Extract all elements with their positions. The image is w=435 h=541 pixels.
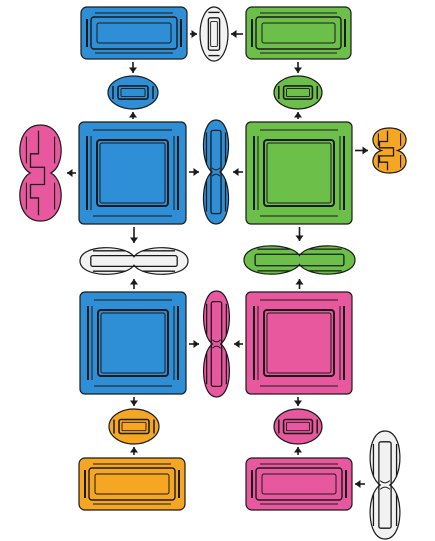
arrow-left xyxy=(355,480,365,488)
arrow-up xyxy=(129,112,137,119)
arrow-down xyxy=(130,227,138,243)
arrow-down xyxy=(294,397,302,406)
tile-pod-v-white xyxy=(199,6,229,62)
tile-peanut-v-blue xyxy=(202,119,230,225)
arrow-right xyxy=(355,146,368,155)
tile-square-green xyxy=(245,121,353,225)
arrow-up xyxy=(294,447,302,455)
arrow-left xyxy=(234,340,243,348)
arrow-up xyxy=(130,447,138,455)
tile-pod-h-pink xyxy=(273,408,323,445)
tile-pod-h-green xyxy=(273,75,323,110)
arrow-right xyxy=(190,30,197,38)
tile-peanut-h-green xyxy=(243,245,356,275)
tile-peanut-v-pink xyxy=(202,290,231,398)
tile-split-v-pink xyxy=(19,124,62,222)
tile-bar-h-orange xyxy=(78,457,186,511)
arrow-down xyxy=(294,62,302,73)
arrow-left xyxy=(233,168,243,176)
tile-bar-h-blue xyxy=(80,6,188,60)
arrow-left xyxy=(67,169,76,177)
arrow-down xyxy=(295,227,304,241)
tile-split-v-orange xyxy=(372,127,407,174)
arrow-down xyxy=(130,397,138,406)
arrow-right xyxy=(189,168,199,176)
tile-square-blue xyxy=(79,291,187,395)
tile-square-pink xyxy=(245,291,353,395)
tile-peanut-v-white xyxy=(369,430,401,540)
tile-pod-h-orange xyxy=(108,408,160,445)
arrow-left xyxy=(231,30,243,38)
tile-pod-h-blue xyxy=(107,75,159,110)
tile-bar-h-pink xyxy=(245,457,353,511)
tile-square-blue xyxy=(78,121,187,225)
arrow-up xyxy=(130,279,138,289)
arrow-up xyxy=(295,279,304,289)
tile-bar-h-green xyxy=(245,6,352,60)
tile-peanut-h-white xyxy=(79,247,189,275)
arrow-down xyxy=(129,62,137,73)
arrow-up xyxy=(294,112,302,119)
arrow-right xyxy=(189,340,199,348)
